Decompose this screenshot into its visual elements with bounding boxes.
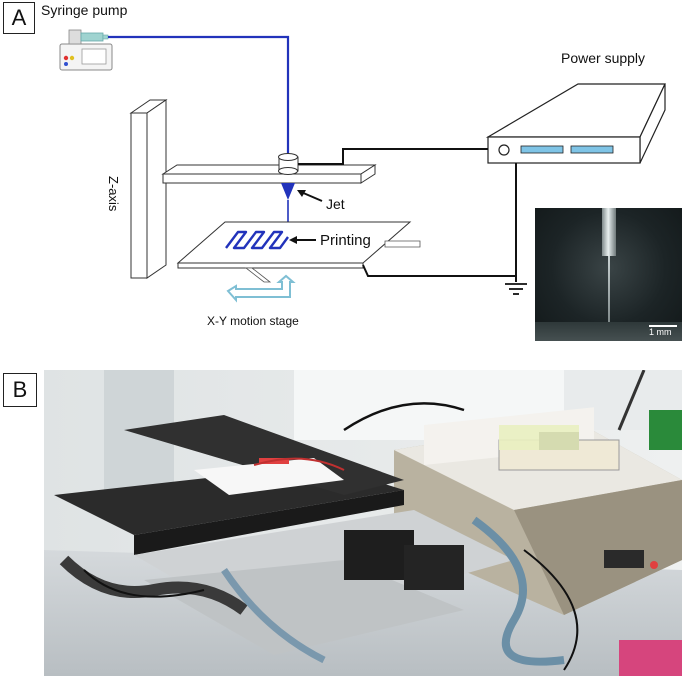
printed-pattern <box>225 230 289 250</box>
stage-wire <box>362 264 516 277</box>
nozzle-icon <box>278 153 299 175</box>
panel-a-label: A <box>3 2 35 34</box>
substrate-surface <box>535 322 682 341</box>
scale-bar-label: 1 mm <box>649 327 672 337</box>
xy-motion-stage-label: X-Y motion stage <box>207 314 299 328</box>
syringe-pump-label: Syringe pump <box>41 2 128 18</box>
jet-arrow <box>300 191 323 202</box>
fluid-line <box>108 35 290 162</box>
printer-setup-photo <box>44 370 682 676</box>
printer-setup-illustration <box>44 370 682 676</box>
printer-schematic <box>59 29 666 303</box>
printer-arm <box>161 164 377 184</box>
power-supply-label: Power supply <box>561 50 646 66</box>
power-supply-icon <box>485 83 666 164</box>
motion-arrows-icon <box>226 274 296 303</box>
xy-stage <box>176 221 421 283</box>
printing-label: Printing <box>320 232 371 249</box>
z-axis-column <box>129 99 168 279</box>
high-voltage-wire <box>298 148 488 165</box>
panel-b-label: B <box>3 373 37 407</box>
jet-micrograph-photo: 1 mm <box>535 208 682 341</box>
syringe-pump-icon <box>59 29 113 71</box>
jet-label: Jet <box>326 196 345 212</box>
ground-icon <box>505 283 527 295</box>
z-axis-label: Z-axis <box>106 176 121 212</box>
panel-b-letter: B <box>12 377 28 402</box>
capillary-tip <box>602 208 616 256</box>
jet-filament <box>608 256 610 326</box>
scale-bar <box>649 325 677 327</box>
jet-cone <box>281 183 295 200</box>
panel-a-letter: A <box>11 5 27 30</box>
